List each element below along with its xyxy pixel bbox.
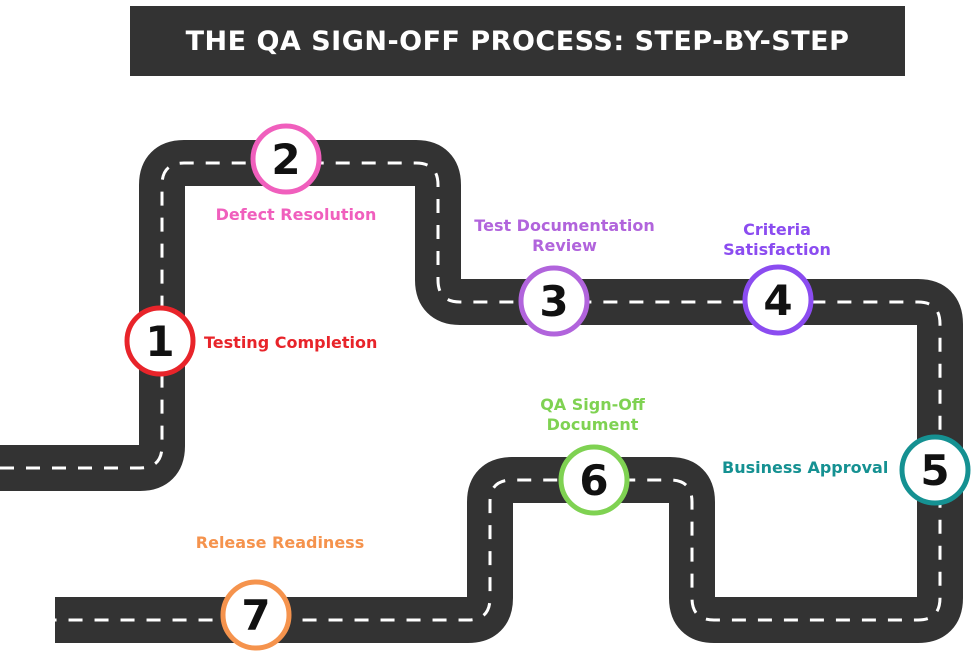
step-1-label: Testing Completion [204,333,378,352]
step-7-label: Release Readiness [195,533,365,552]
step-2-label: Defect Resolution [215,205,377,224]
title-banner: THE QA SIGN-OFF PROCESS: STEP-BY-STEP [130,6,905,76]
step-5-label: Business Approval [722,458,889,477]
step-4-number: 4 [763,276,792,325]
step-2-circle [250,123,322,195]
step-6-circle [558,444,630,516]
step-3-marker: 3 [518,265,590,337]
step-4-circle [742,264,814,336]
step-5-number: 5 [920,446,949,495]
step-6-number: 6 [579,456,608,505]
step-3-number: 3 [539,277,568,326]
step-4-marker: 4 [742,264,814,336]
step-6-marker: 6 [558,444,630,516]
step-1-marker: 1 [124,305,196,377]
step-4-label: Criteria Satisfaction [723,220,831,259]
step-3-circle [518,265,590,337]
step-2-marker: 2 [250,123,322,195]
step-6-label: QA Sign-Off Document [540,395,645,434]
step-3-label: Test Documentation Review [474,216,655,255]
step-2-number: 2 [271,135,300,184]
step-7-marker: 7 [220,579,292,651]
step-1-circle [124,305,196,377]
step-5-marker: 5 [899,434,971,506]
page-title: THE QA SIGN-OFF PROCESS: STEP-BY-STEP [185,25,850,57]
step-7-circle [220,579,292,651]
step-1-number: 1 [145,317,174,366]
step-7-number: 7 [241,591,270,640]
step-5-circle [899,434,971,506]
